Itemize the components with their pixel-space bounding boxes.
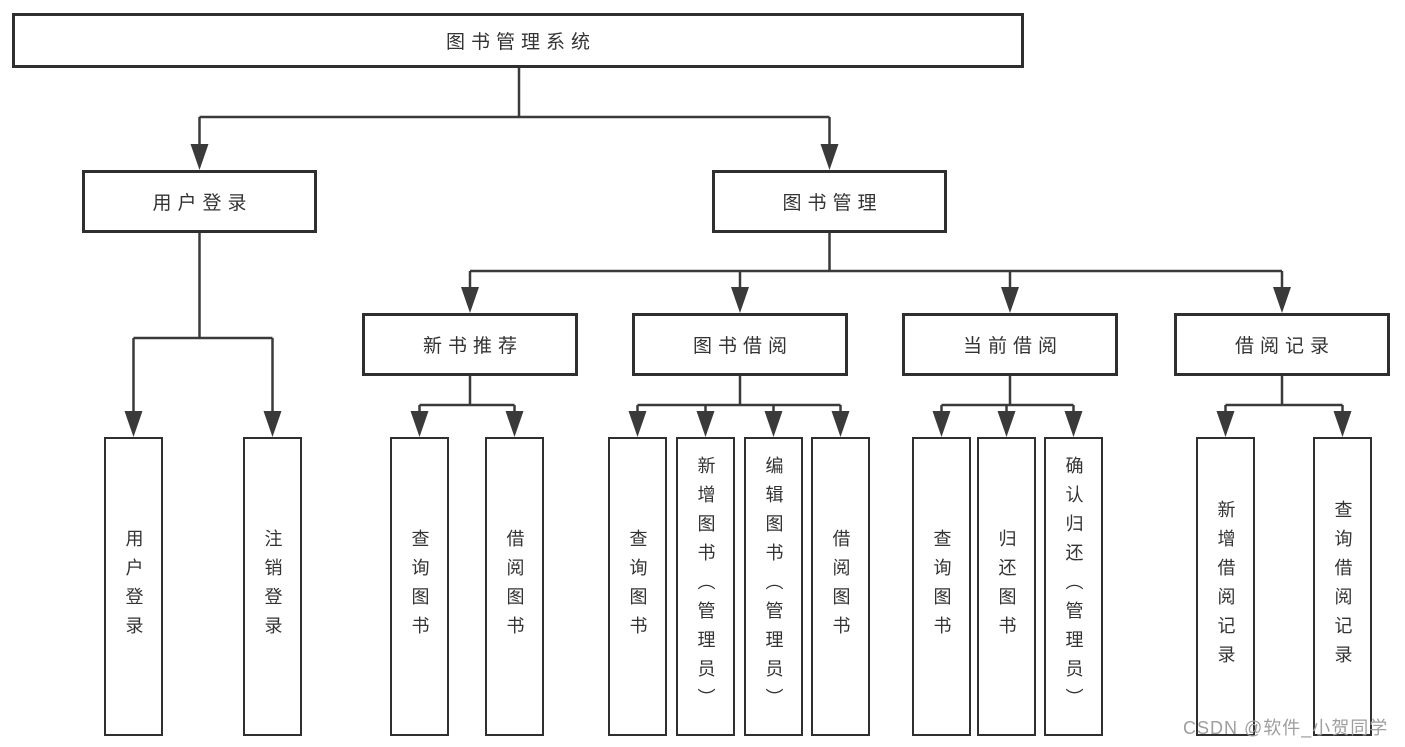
arrow-down-icon xyxy=(831,411,850,437)
arrow-down-icon xyxy=(764,411,783,437)
node-user-login: 用户登录 xyxy=(82,170,317,233)
arrow-down-icon xyxy=(124,411,143,437)
arrow-down-icon xyxy=(1216,411,1235,437)
leaf-query-books-recommend: 查询图书 xyxy=(390,437,449,736)
arrow-down-icon xyxy=(1333,411,1352,437)
arrow-down-icon xyxy=(263,411,282,437)
leaf-borrow-books-recommend: 借阅图书 xyxy=(485,437,544,736)
arrow-down-icon xyxy=(1001,287,1019,313)
arrow-down-icon xyxy=(997,411,1016,437)
leaf-borrow-books: 借阅图书 xyxy=(811,437,870,736)
node-book-borrowing: 图书借阅 xyxy=(632,313,848,376)
leaf-query-borrow-record: 查询借阅记录 xyxy=(1313,437,1372,736)
leaf-return-books: 归还图书 xyxy=(977,437,1036,736)
arrow-down-icon xyxy=(820,144,839,170)
arrow-down-icon xyxy=(731,287,749,313)
arrow-down-icon xyxy=(932,411,951,437)
node-current-borrowing: 当前借阅 xyxy=(902,313,1118,376)
leaf-query-books-borrowing: 查询图书 xyxy=(608,437,667,736)
arrow-down-icon xyxy=(461,287,479,313)
leaf-logout: 注销登录 xyxy=(243,437,302,736)
node-library-management-system: 图书管理系统 xyxy=(12,13,1024,68)
arrow-down-icon xyxy=(410,411,429,437)
leaf-add-borrow-record: 新增借阅记录 xyxy=(1196,437,1255,736)
leaf-add-books-admin: 新增图书（管理员） xyxy=(676,437,735,736)
node-new-book-recommend: 新书推荐 xyxy=(362,313,578,376)
node-borrowing-records: 借阅记录 xyxy=(1174,313,1390,376)
arrow-down-icon xyxy=(1273,287,1291,313)
arrow-down-icon xyxy=(1064,411,1083,437)
arrow-down-icon xyxy=(696,411,715,437)
node-book-management: 图书管理 xyxy=(712,170,947,233)
leaf-confirm-return-admin: 确认归还（管理员） xyxy=(1044,437,1103,736)
leaf-edit-books-admin: 编辑图书（管理员） xyxy=(744,437,803,736)
arrow-down-icon xyxy=(190,144,209,170)
arrow-down-icon xyxy=(628,411,647,437)
arrow-down-icon xyxy=(505,411,524,437)
leaf-query-books-current: 查询图书 xyxy=(912,437,971,736)
leaf-user-login: 用户登录 xyxy=(104,437,163,736)
csdn-watermark: CSDN @软件_小贺同学 xyxy=(1183,718,1389,738)
